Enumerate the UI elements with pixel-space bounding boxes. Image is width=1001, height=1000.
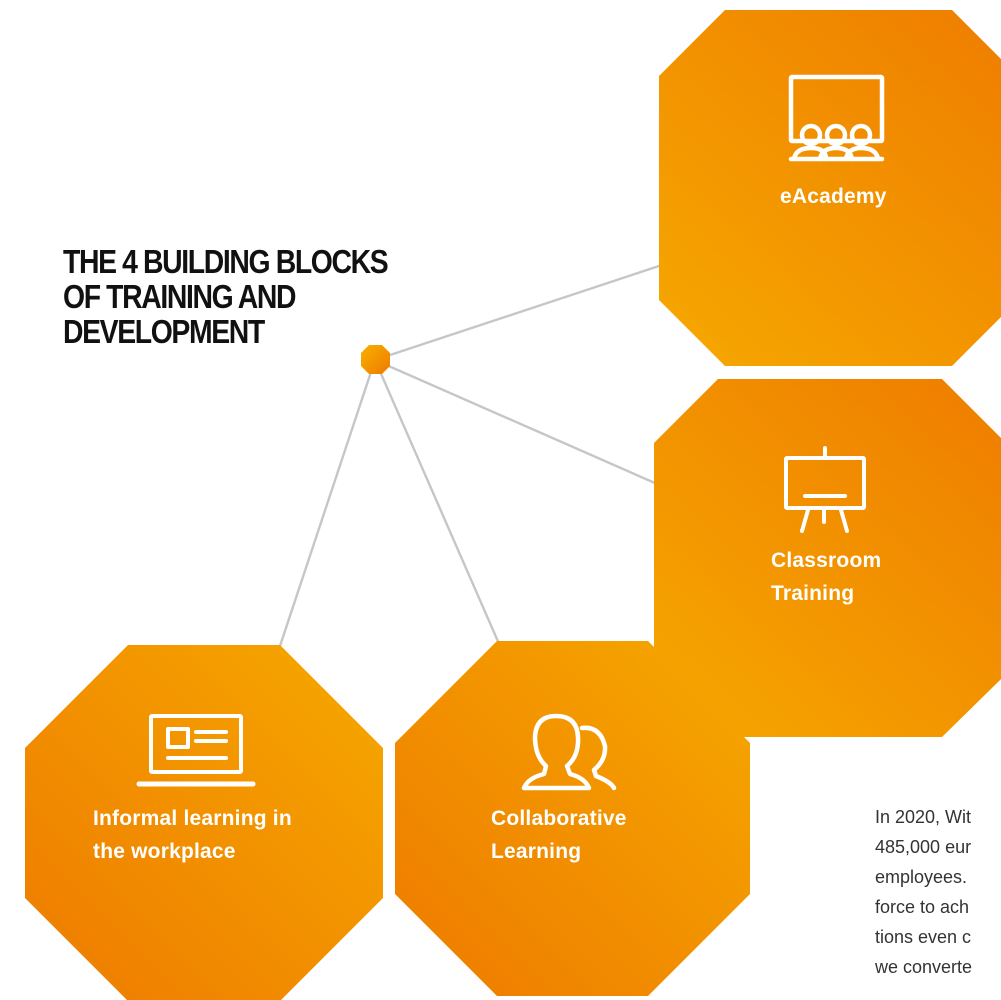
body-paragraph: In 2020, Wit 485,000 eur employees. forc… [875, 802, 1001, 982]
connector-collaborative [373, 359, 502, 647]
title-line-2: OF TRAINING AND [63, 278, 297, 315]
page-title: THE 4 BUILDING BLOCKS OF TRAINING AND DE… [63, 244, 407, 349]
body-line-4: force to ach [875, 897, 970, 917]
octagon-collaborative [395, 641, 750, 996]
body-line-2: 485,000 eur [875, 837, 972, 857]
connector-lines [276, 261, 669, 653]
block-label-informal: Informal learning in the workplace [93, 802, 292, 868]
body-line-3: employees. [875, 867, 968, 887]
eacademy-label-line-1: eAcademy [780, 185, 887, 208]
collaborative-label-line-1: Collaborative [491, 807, 627, 830]
title-line-3: DEVELOPMENT [63, 313, 265, 350]
people-group-icon [521, 713, 617, 791]
connector-informal [276, 359, 377, 653]
connector-eacademy [374, 261, 669, 362]
connector-classroom [374, 358, 665, 489]
block-label-eacademy: eAcademy [780, 180, 887, 213]
octagon-classroom [654, 379, 1001, 737]
informal-label-line-2: the workplace [93, 840, 236, 863]
collaborative-label-line-2: Learning [491, 840, 582, 863]
hub-node [361, 345, 390, 374]
classroom-label-line-2: Training [771, 582, 855, 605]
title-line-1: THE 4 BUILDING BLOCKS [63, 243, 389, 280]
block-label-classroom: Classroom Training [771, 544, 881, 610]
body-line-1: In 2020, Wit [875, 807, 972, 827]
body-line-5: tions even c [875, 927, 972, 947]
classroom-label-line-1: Classroom [771, 549, 882, 572]
block-label-collaborative: Collaborative Learning [491, 802, 627, 868]
video-conference-icon [788, 74, 885, 162]
laptop-icon [136, 714, 256, 787]
body-line-6: we converte [875, 957, 973, 977]
octagon-eacademy [659, 10, 1001, 366]
informal-label-line-1: Informal learning in [93, 807, 292, 830]
presentation-easel-icon [784, 446, 866, 533]
octagon-informal [25, 645, 383, 1000]
